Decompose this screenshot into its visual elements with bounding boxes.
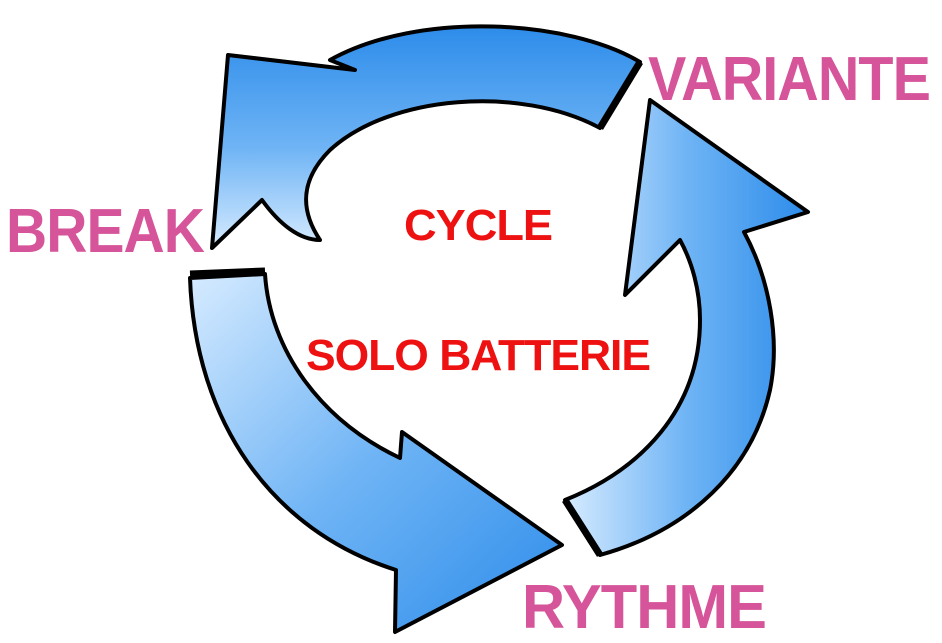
- arrow-top-body: [210, 24, 642, 250]
- arrow-right-body: [563, 98, 810, 557]
- arrow-left-body: [188, 272, 564, 634]
- arrow-top-shadow: [597, 60, 643, 130]
- arrow-left: [188, 267, 564, 634]
- arrow-left-shadow: [189, 267, 266, 278]
- stage-label-variante: VARIANTE: [648, 45, 930, 114]
- arrow-right: [562, 98, 810, 557]
- stage-label-break: BREAK: [6, 197, 205, 266]
- center-subtitle: SOLO BATTERIE: [306, 331, 650, 380]
- arrow-top: [210, 24, 643, 250]
- stage-label-rythme: RYTHME: [522, 573, 766, 642]
- arrow-right-shadow: [562, 498, 603, 557]
- center-title: CYCLE: [404, 201, 552, 250]
